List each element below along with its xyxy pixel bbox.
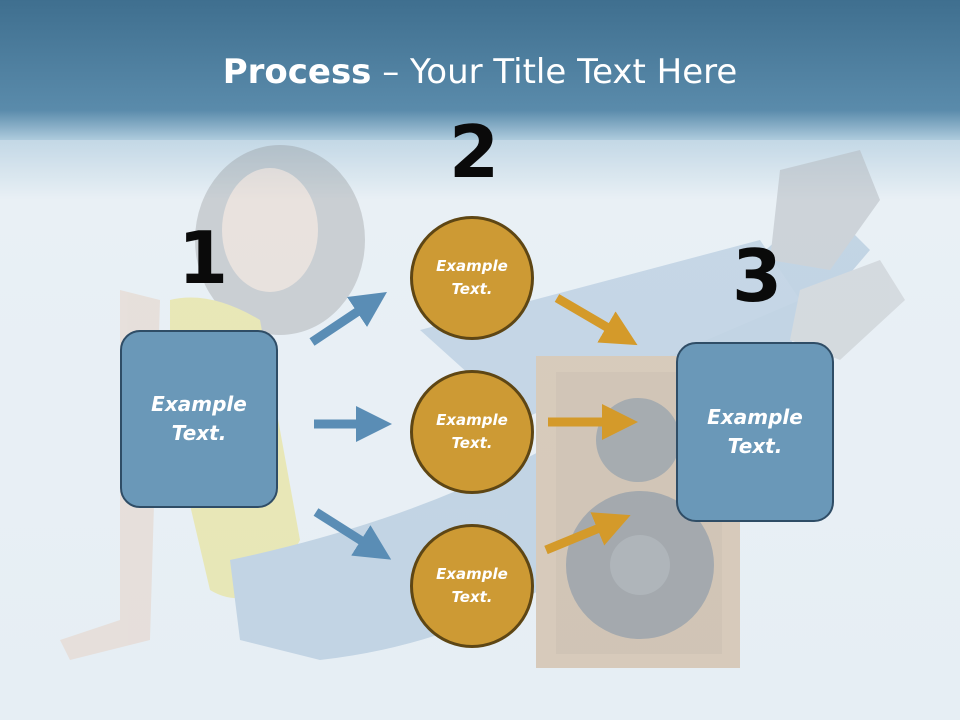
step-number-2: 2	[449, 110, 500, 194]
circle-2-line2: Text.	[451, 434, 493, 452]
arrow-left-to-circle-1	[309, 292, 387, 346]
circle-3-line1: Example	[436, 565, 508, 583]
right-box-line2: Text.	[727, 434, 783, 458]
arrow-circle-3-to-right	[544, 512, 631, 555]
arrow-left-to-circle-3	[313, 508, 392, 560]
left-box-line1: Example	[151, 392, 247, 416]
circle-1-line2: Text.	[451, 280, 493, 298]
title-rest: – Your Title Text Here	[371, 52, 738, 92]
step-number-1: 1	[178, 216, 229, 300]
slide-title: Process – Your Title Text Here	[0, 52, 960, 92]
step-number-3: 3	[732, 234, 783, 318]
right-box-line1: Example	[707, 405, 803, 429]
title-bold: Process	[222, 52, 372, 92]
left-box-line2: Text.	[171, 421, 227, 445]
arrow-circle-1-to-right	[554, 294, 638, 346]
circle-1-line1: Example	[436, 257, 508, 275]
circle-2-line1: Example	[436, 411, 508, 429]
circle-3-line2: Text.	[451, 588, 493, 606]
